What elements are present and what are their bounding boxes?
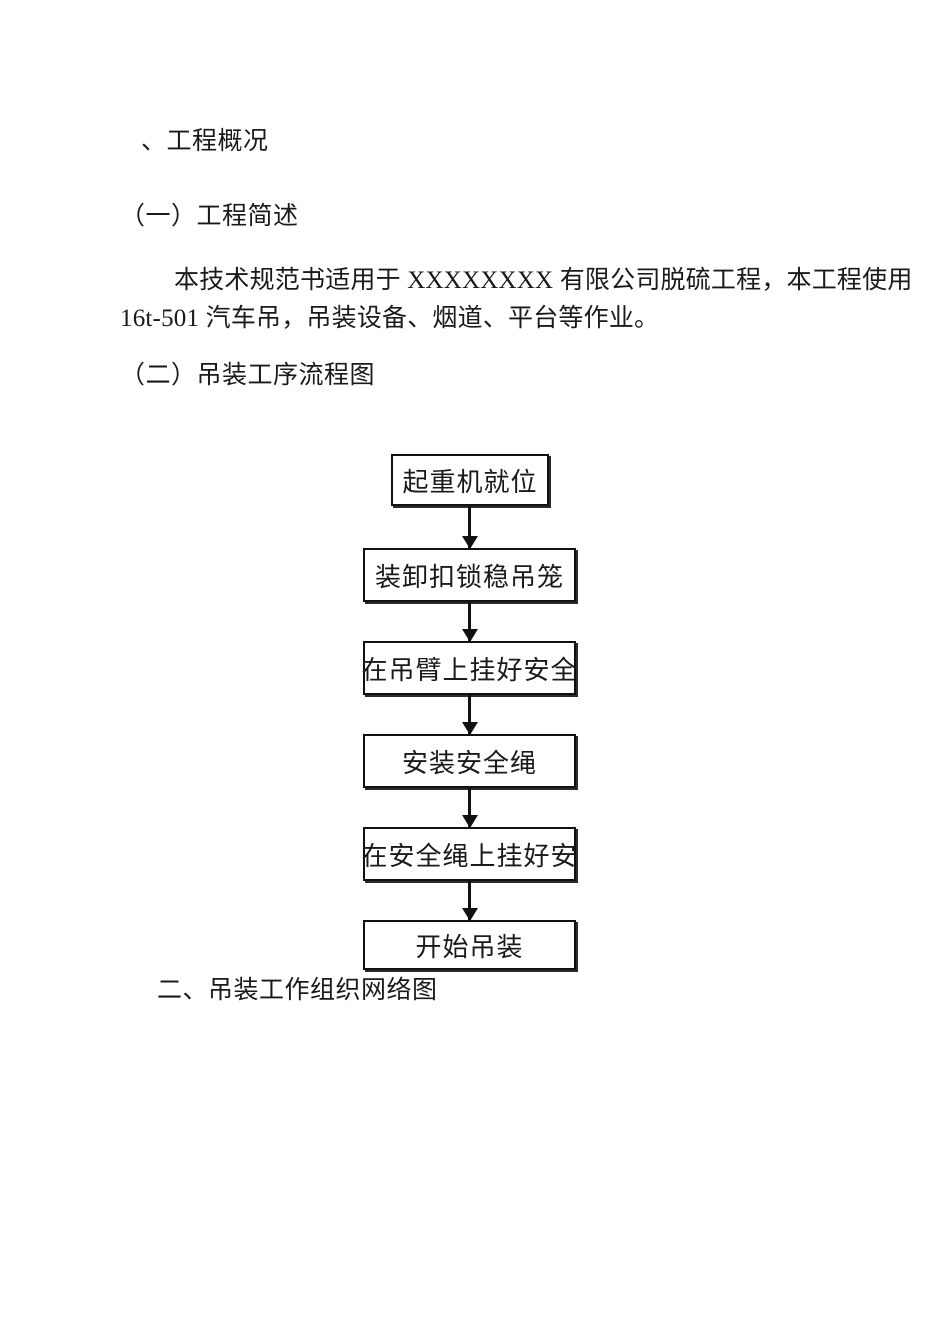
flow-step-6[interactable]: 开始吊装 — [363, 920, 576, 970]
flow-connector-2-3 — [468, 602, 471, 641]
paragraph-line-1: 本技术规范书适用于 XXXXXXXX 有限公司脱硫工程，本工程使用 — [174, 267, 913, 294]
flow-step-5-label: 在安全绳上挂好安 — [361, 841, 578, 871]
flow-step-4-label: 安装安全绳 — [401, 748, 537, 778]
project-brief-paragraph: 本技术规范书适用于 XXXXXXXX 有限公司脱硫工程，本工程使用 16t-50… — [120, 262, 913, 338]
flow-step-5[interactable]: 在安全绳上挂好安 — [361, 827, 578, 881]
heading-engineering-overview: 、工程概况 — [141, 128, 269, 155]
flow-connector-4-5 — [468, 788, 471, 827]
heading-lifting-flowchart: （二）吊装工序流程图 — [120, 362, 376, 389]
flow-connector-1-2 — [468, 506, 471, 548]
heading-lifting-organization-network: 二、吊装工作组织网络图 — [157, 977, 438, 1004]
flow-step-3-label: 在吊臂上挂好安全 — [361, 655, 578, 685]
flow-step-1[interactable]: 起重机就位 — [391, 454, 549, 506]
flow-connector-3-4 — [468, 695, 471, 734]
flow-step-2[interactable]: 装卸扣锁稳吊笼 — [363, 548, 576, 602]
flow-step-6-label: 开始吊装 — [415, 932, 524, 962]
paragraph-line-2: 16t-501 汽车吊，吊装设备、烟道、平台等作业。 — [120, 305, 660, 332]
flow-step-2-label: 装卸扣锁稳吊笼 — [374, 562, 564, 592]
heading-project-brief: （一）工程简述 — [120, 203, 299, 230]
flow-step-1-label: 起重机就位 — [402, 467, 538, 497]
flow-step-3[interactable]: 在吊臂上挂好安全 — [361, 641, 578, 695]
flow-step-4[interactable]: 安装安全绳 — [363, 734, 576, 788]
flow-connector-5-6 — [468, 881, 471, 920]
